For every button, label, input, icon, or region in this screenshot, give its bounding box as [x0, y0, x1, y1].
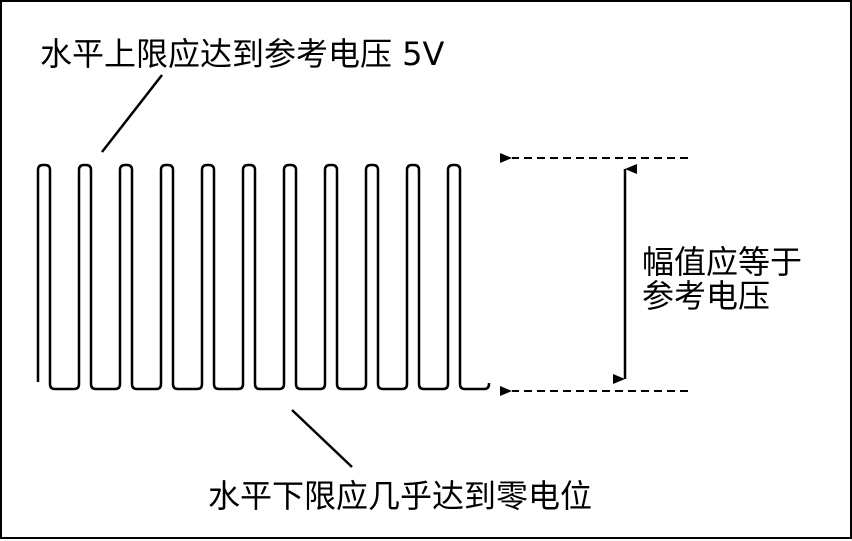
bottom-annotation: 水平下限应几乎达到零电位 [208, 477, 592, 515]
amplitude-label-line2: 参考电压 [642, 277, 770, 315]
amplitude-label-line1: 幅值应等于 [642, 243, 802, 281]
waveform-trace [36, 163, 491, 391]
top-annotation: 水平上限应达到参考电压 5V [40, 35, 445, 73]
top-leader-line [101, 74, 163, 153]
bottom-leader-line [291, 409, 353, 468]
